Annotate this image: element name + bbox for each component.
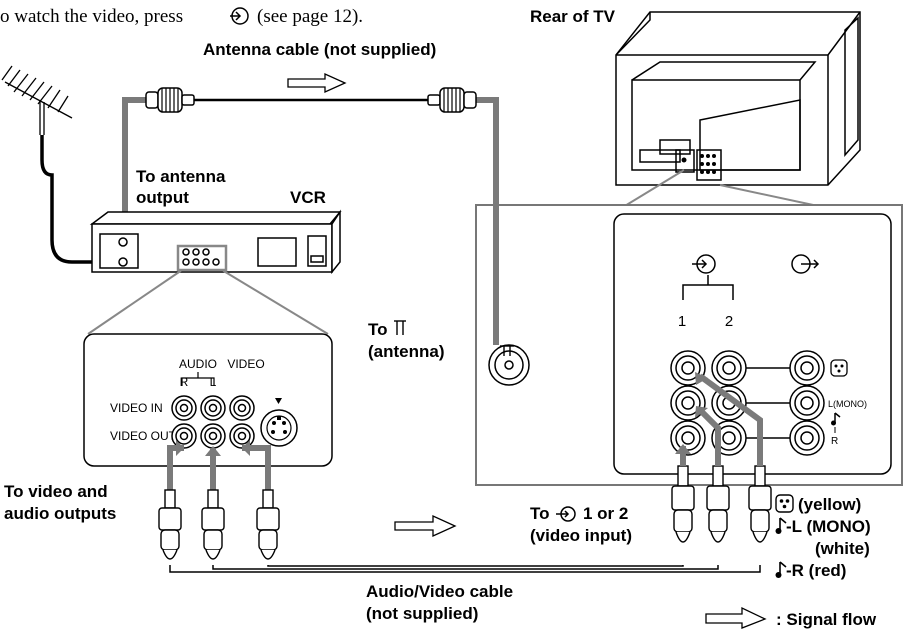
vcr-jack-audio-r-out — [171, 423, 197, 449]
vcr-jack-video-in — [229, 395, 255, 421]
to-video-input-label: To — [530, 504, 550, 523]
to-antenna-output-sub-label: output — [136, 188, 189, 207]
vcr-audio-label: AUDIO — [179, 357, 217, 371]
instruction-text: o watch the video, press — [0, 6, 183, 27]
antenna-cable-label: Antenna cable (not supplied) — [203, 40, 436, 59]
tv-jack-audio-l-1 — [670, 385, 706, 421]
av-plugs-vcr-side — [158, 489, 280, 560]
tv-l-mono-label: L(MONO) — [828, 399, 867, 409]
antenna-symbol-inline-icon — [394, 320, 406, 335]
legend-r-red-label: -R (red) — [786, 561, 846, 580]
vcr-r-label: R — [180, 375, 189, 389]
av-cable-sub-label: (not supplied) — [366, 604, 478, 623]
tv-audio-note-icon — [831, 412, 841, 426]
to-antenna-sub-label: (antenna) — [368, 342, 445, 361]
vcr-video-label: VIDEO — [227, 357, 264, 371]
legend-white-label: (white) — [815, 539, 870, 558]
tv-input-1-label: 1 — [678, 313, 686, 330]
tv-r-label: R — [831, 436, 838, 447]
rear-of-tv-label: Rear of TV — [530, 7, 616, 26]
to-video-audio-outputs-sub-label: audio outputs — [4, 504, 116, 523]
antenna-lead-in-cable — [40, 135, 110, 264]
antenna-symbol-icon — [500, 345, 514, 356]
to-antenna-label: To — [368, 320, 388, 339]
rca-plug-tv-3 — [748, 465, 772, 543]
signal-flow-key-arrow-icon — [705, 606, 767, 629]
tv-jack-audio-r-1 — [670, 420, 706, 456]
vcr-jack-video-out — [229, 423, 255, 449]
tv-video-out-symbol-icon — [830, 359, 848, 377]
vcr-jack-audio-l-in — [200, 395, 226, 421]
tv-jack-video-out — [789, 350, 825, 386]
legend-audio-r-note-icon — [775, 561, 787, 578]
input-select-icon — [230, 7, 249, 25]
signal-flow-arrow-av — [394, 514, 457, 538]
vcr-jack-audio-l-out — [200, 423, 226, 449]
tv-input-2-label: 2 — [725, 313, 733, 330]
signal-flow-key-label: : Signal flow — [776, 610, 877, 629]
to-antenna-output-label: To antenna — [136, 167, 226, 186]
tv-jack-audio-r-out — [789, 420, 825, 456]
tv-input-icon — [692, 254, 716, 274]
legend-l-mono-label: -L (MONO) — [786, 517, 871, 536]
tv-output-icon — [791, 254, 820, 274]
vcr-video-out-label: VIDEO OUT — [110, 429, 177, 443]
outdoor-antenna-icon — [1, 65, 73, 135]
rca-plug-tv-1 — [671, 465, 695, 543]
rca-plug-vcr-2 — [201, 489, 225, 560]
antenna-cable-tv-side — [476, 97, 499, 345]
vcr-l-label: L — [210, 375, 217, 389]
antenna-cable-plug-left — [145, 87, 195, 113]
page-reference-text: (see page 12). — [257, 6, 363, 27]
tv-rear-illustration — [615, 11, 861, 186]
legend-yellow-symbol-icon — [775, 494, 794, 513]
vcr-label: VCR — [290, 188, 326, 207]
vcr-s-video-jack — [260, 398, 298, 447]
av-cable-vcr-arrows — [176, 440, 250, 456]
rca-plug-vcr-1 — [158, 489, 182, 560]
av-cable-label: Audio/Video cable — [366, 582, 513, 601]
video-input-symbol-icon — [556, 506, 576, 522]
av-cable-tv-arrows — [675, 372, 708, 454]
tv-jack-audio-l-out — [789, 385, 825, 421]
legend-yellow-label: (yellow) — [798, 495, 861, 514]
to-video-input-number-label: 1 or 2 — [583, 504, 628, 523]
av-plugs-tv-side — [671, 465, 772, 543]
vcr-panel-leader-lines — [87, 269, 329, 335]
av-cable-bundle — [169, 565, 761, 573]
tv-antenna-jack — [488, 344, 530, 386]
vcr-video-in-label: VIDEO IN — [110, 401, 163, 415]
legend-audio-l-note-icon — [775, 517, 787, 534]
tv-jack-panel — [613, 213, 892, 475]
tv-jack-video-2 — [711, 350, 747, 386]
vcr-jack-audio-r-in — [171, 395, 197, 421]
antenna-cable-vcr-side — [122, 97, 148, 262]
rca-plug-vcr-3 — [256, 489, 280, 560]
to-video-audio-outputs-label: To video and — [4, 482, 108, 501]
to-video-input-sub-label: (video input) — [530, 526, 632, 545]
signal-flow-arrow-antenna — [287, 72, 347, 94]
antenna-cable-plug-right — [427, 87, 477, 113]
vcr-illustration — [89, 209, 342, 275]
